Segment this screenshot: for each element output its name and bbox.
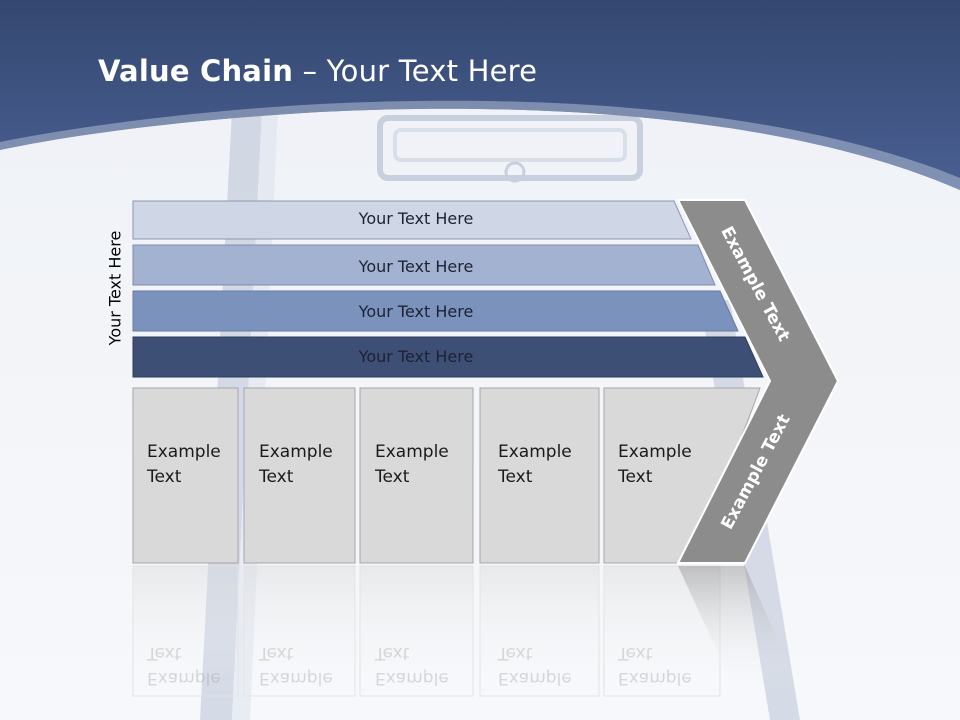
box-3-reflection-line2: Text [375, 643, 410, 663]
bar-2-label: Your Text Here [358, 257, 474, 276]
box-5-reflection-line1: Example [618, 668, 692, 688]
box-3-reflection: Example Text [375, 640, 475, 690]
bar-3-label: Your Text Here [358, 302, 474, 321]
box-2-line1: Example [259, 442, 333, 462]
box-5-line1: Example [618, 442, 692, 462]
box-1-line1: Example [147, 442, 221, 462]
chevron-arrow [676, 199, 840, 564]
box-2-line2: Text [259, 467, 294, 487]
reflection-group [132, 565, 800, 697]
box-4-reflection: Example Text [498, 640, 598, 690]
box-3-line2: Text [375, 467, 410, 487]
bar-4-label: Your Text Here [358, 347, 474, 366]
box-1-line2: Text [147, 467, 182, 487]
header-swoosh [0, 100, 960, 190]
box-3 [359, 387, 474, 564]
box-5-reflection-line2: Text [618, 643, 653, 663]
bar-4 [132, 336, 764, 378]
box-4-reflection-line2: Text [498, 643, 533, 663]
bar-1-label: Your Text Here [358, 209, 474, 228]
header-band [0, 0, 960, 190]
box-4-line1: Example [498, 442, 572, 462]
box-1 [132, 387, 239, 564]
box-2-reflection: Example Text [259, 640, 359, 690]
box-5-reflection: Example Text [618, 640, 718, 690]
title-bold: Value Chain [98, 54, 294, 88]
title-rest: – Your Text Here [293, 54, 538, 88]
bar-1 [132, 200, 692, 240]
box-2-reflection-line2: Text [259, 643, 294, 663]
bar-2 [132, 244, 716, 286]
box-2-reflection-line1: Example [259, 668, 333, 688]
box-4-line2: Text [498, 467, 533, 487]
vertical-label: Your Text Here [105, 230, 125, 346]
box-5-line2: Text [618, 467, 653, 487]
box-2 [243, 387, 356, 564]
box-1-reflection-line1: Example [147, 668, 221, 688]
box-3-line1: Example [375, 442, 449, 462]
box-4 [479, 387, 600, 564]
slide-title: Value Chain – Your Text Here [98, 54, 537, 88]
box-3-reflection-line1: Example [375, 668, 449, 688]
box-1-reflection: Example Text [147, 640, 247, 690]
bar-3 [132, 290, 739, 332]
box-1-reflection-line2: Text [147, 643, 182, 663]
box-4-reflection-line1: Example [498, 668, 572, 688]
